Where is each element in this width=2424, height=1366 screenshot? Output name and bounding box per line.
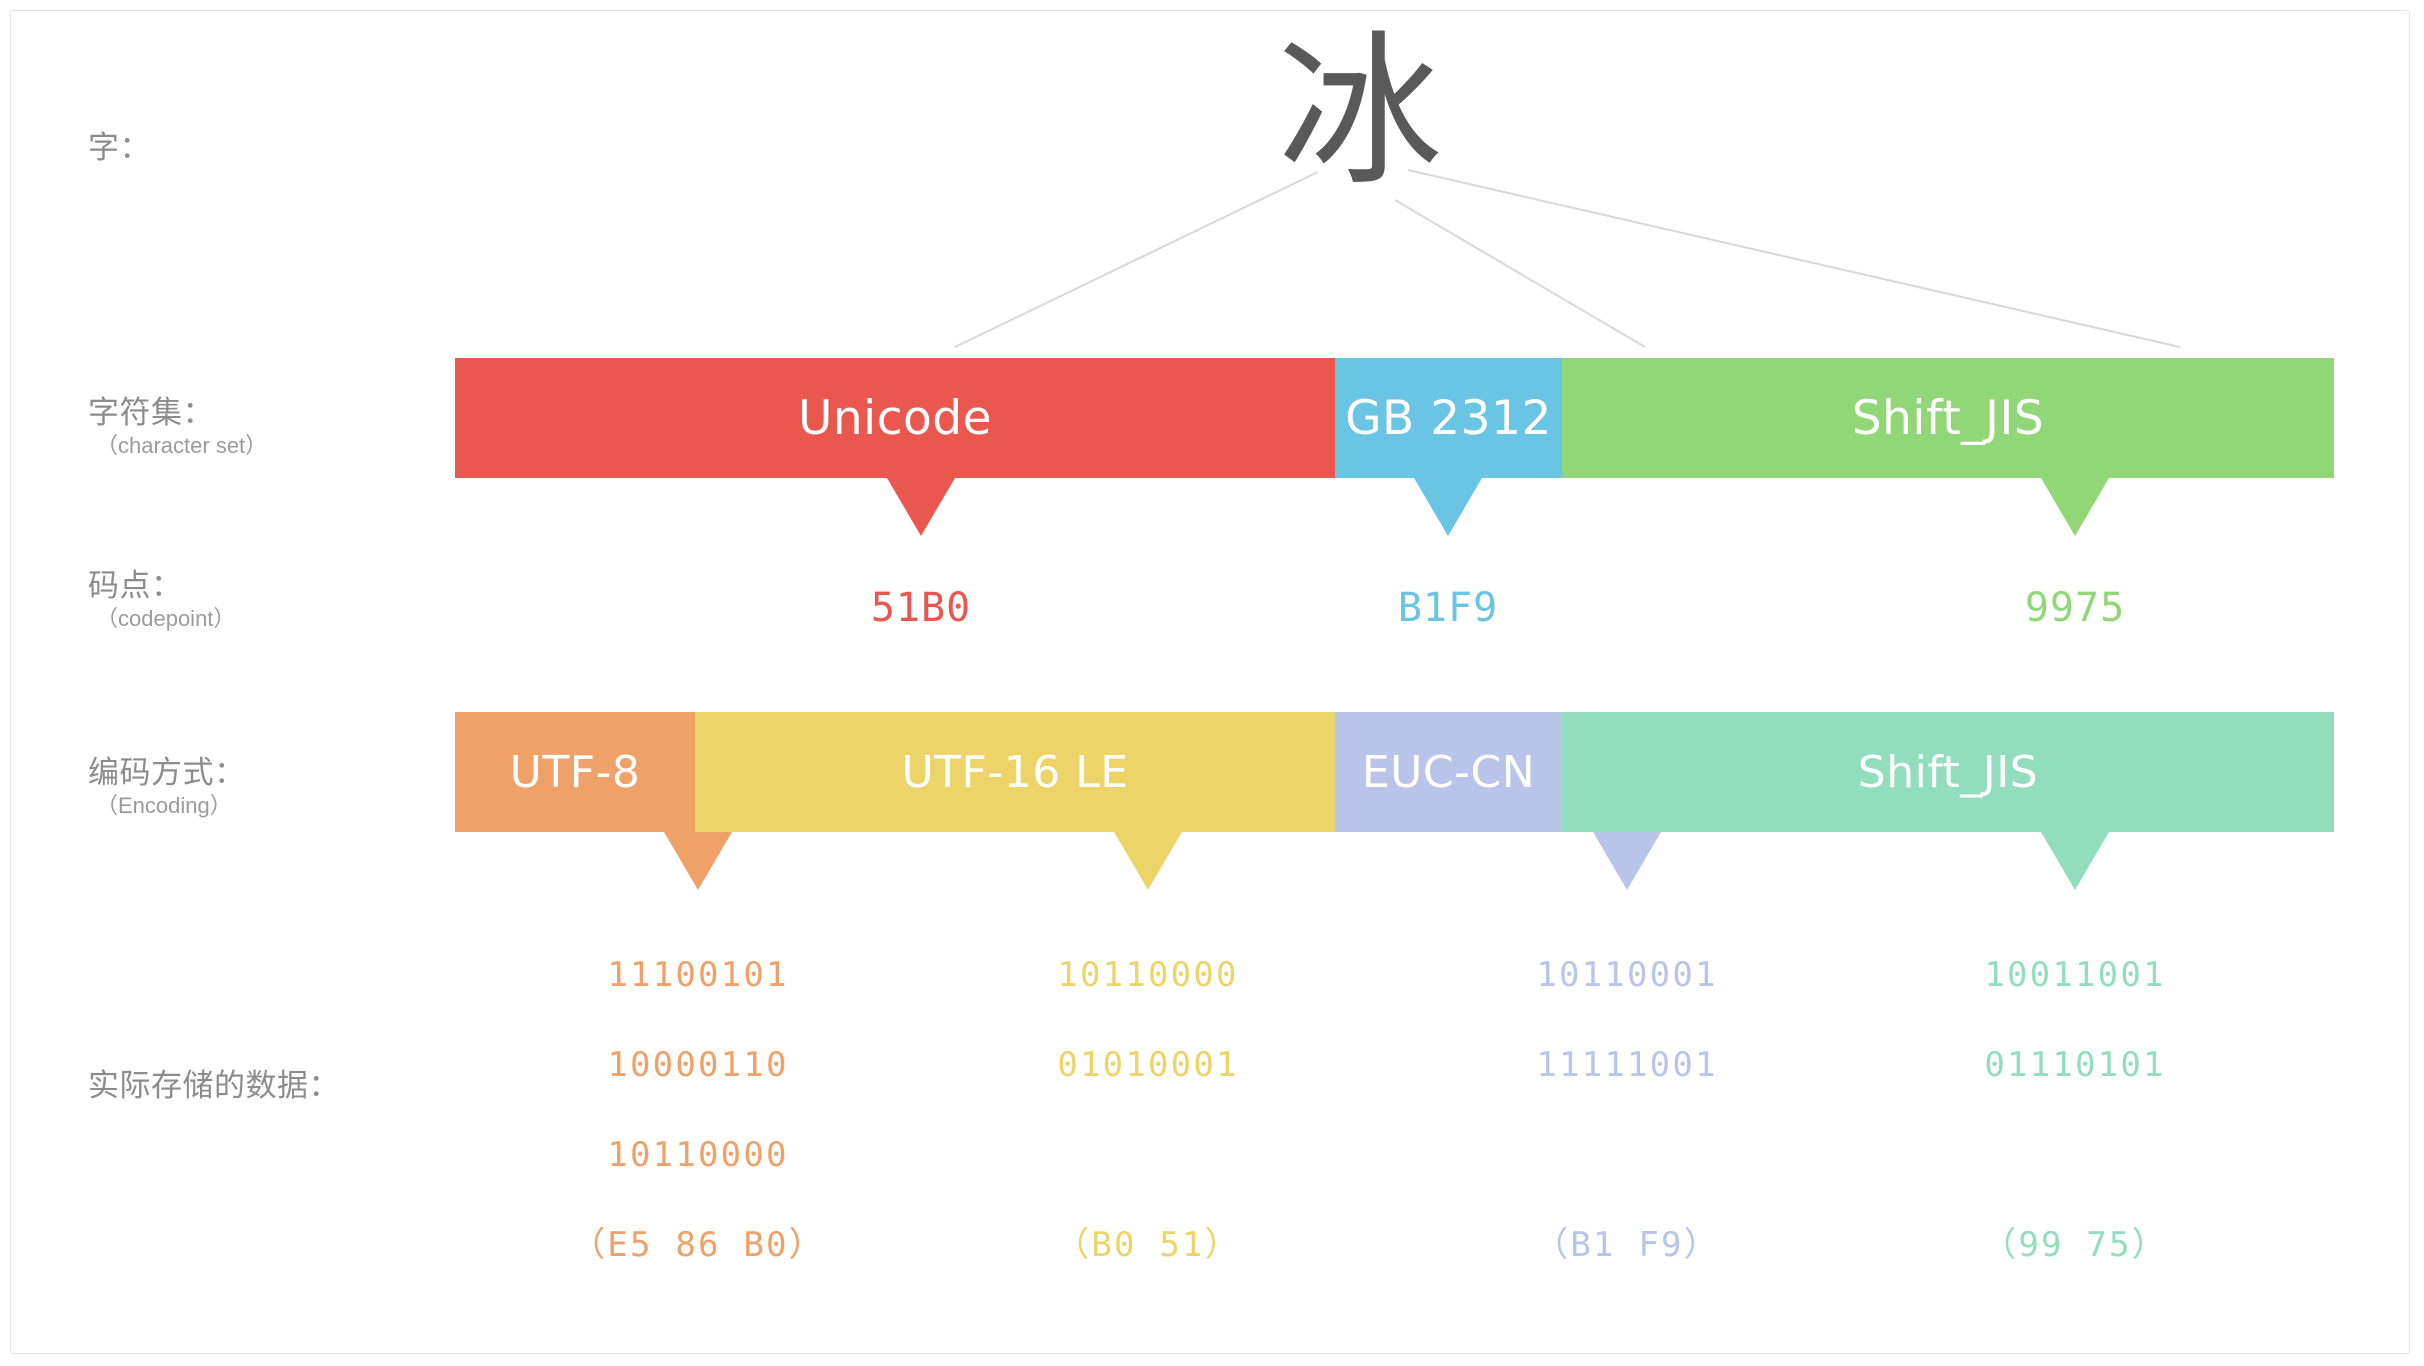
encoding-segment-euccn[interactable]: EUC-CN [1335,712,1562,832]
encoding-label-utf16le: UTF-16 LE [901,746,1129,798]
stored-bytes-hex: （99 75） [1982,1225,2168,1265]
encoding-label-utf8: UTF-8 [509,746,641,798]
stored-byte-binary: 10110000 [607,1135,789,1175]
row-label-codepoint-cn: 码点： [88,568,183,604]
stored-byte-binary: 10011001 [1984,955,2166,995]
stored-data-column-euccn: 10110001 11111001 （B1 F9） [1437,930,1817,1265]
charset-band: Unicode GB 2312 Shift_JIS [0,358,2424,478]
stored-byte-binary: 01110101 [1984,1045,2166,1085]
charset-segment-gb2312[interactable]: GB 2312 [1335,358,1562,478]
row-label-encoding: 编码方式： （Encoding） [88,755,246,819]
encoding-pointer-shiftjis [2041,832,2109,890]
stored-data-column-utf16le: 10110000 01010001 （B0 51） [958,930,1338,1265]
row-label-character-cn: 字： [88,130,151,166]
stored-data-column-utf8: 11100101 10000110 10110000 （E5 86 B0） [508,930,888,1265]
charset-label-shiftjis: Shift_JIS [1851,390,2045,446]
row-label-codepoint: 码点： （codepoint） [88,568,235,632]
charset-label-unicode: Unicode [797,390,993,446]
row-label-charset-cn: 字符集： [88,395,214,431]
charset-segment-unicode[interactable]: Unicode [455,358,1335,478]
row-label-codepoint-en: （codepoint） [96,605,236,631]
encoding-pointer-utf16le [1114,832,1182,890]
encoding-segment-utf8[interactable]: UTF-8 [455,712,695,832]
stored-byte-binary: 10110000 [1057,955,1239,995]
row-label-charset: 字符集： （character set） [88,395,267,459]
stored-byte-binary: 10110001 [1536,955,1718,995]
stored-byte-binary: 10000110 [607,1045,789,1085]
encoding-segment-shiftjis[interactable]: Shift_JIS [1562,712,2334,832]
character-glyph: 冰 [1277,16,1443,208]
row-label-charset-en: （character set） [96,432,268,458]
connector-line-gb2312 [1394,199,1646,348]
charset-segment-shiftjis[interactable]: Shift_JIS [1562,358,2334,478]
encoding-pointer-utf8 [664,832,732,890]
stored-data-column-shiftjis: 10011001 01110101 （99 75） [1885,930,2265,1265]
row-label-encoding-cn: 编码方式： [88,755,246,791]
stored-byte-binary: 11111001 [1536,1045,1718,1085]
encoding-label-shiftjis: Shift_JIS [1857,746,2039,798]
stored-byte-binary: 01010001 [1057,1045,1239,1085]
stored-bytes-hex: （B1 F9） [1534,1225,1720,1265]
charset-pointer-gb2312 [1414,478,1482,536]
codepoint-value-shiftjis: 9975 [2024,585,2126,631]
encoding-label-euccn: EUC-CN [1361,746,1536,798]
connector-line-shiftjis [1407,169,2181,348]
stored-bytes-hex: （B0 51） [1055,1225,1241,1265]
charset-pointer-unicode [887,478,955,536]
codepoint-value-gb2312: B1F9 [1397,585,1499,631]
row-label-stored-data-cn: 实际存储的数据： [88,1068,340,1104]
charset-label-gb2312: GB 2312 [1345,390,1552,446]
connector-line-unicode [954,171,1319,348]
row-label-character: 字： [88,130,151,167]
stored-byte-binary: 11100101 [607,955,789,995]
encoding-segment-utf16le[interactable]: UTF-16 LE [695,712,1335,832]
charset-pointer-shiftjis [2041,478,2109,536]
codepoint-value-unicode: 51B0 [870,585,972,631]
encoding-band: UTF-8 UTF-16 LE EUC-CN Shift_JIS [0,712,2424,832]
row-label-encoding-en: （Encoding） [96,792,232,818]
encoding-pointer-euccn [1593,832,1661,890]
card-frame [10,10,2410,1354]
row-label-stored-data: 实际存储的数据： [88,1068,340,1105]
stored-bytes-hex: （E5 86 B0） [571,1225,825,1265]
